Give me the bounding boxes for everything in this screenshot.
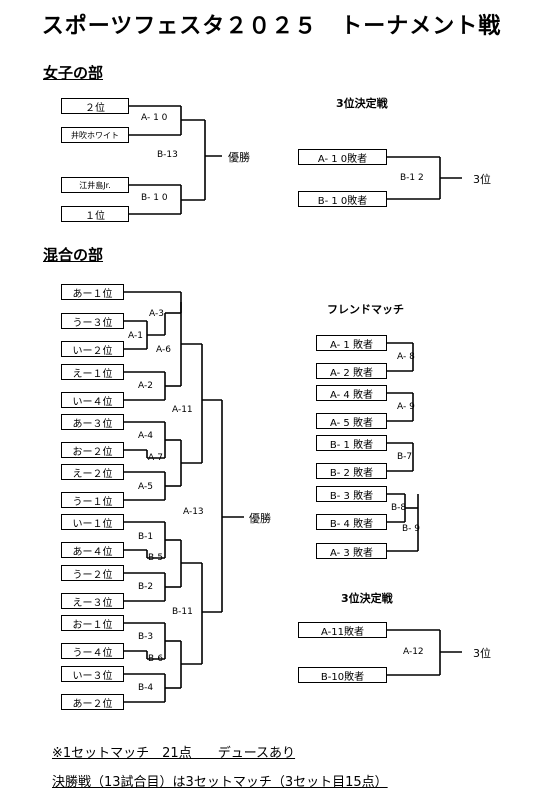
match-label: B-6 bbox=[148, 654, 164, 664]
team-box: えー１位 bbox=[61, 364, 124, 380]
team-box: うー２位 bbox=[61, 565, 124, 581]
match-label: A- 9 bbox=[397, 402, 415, 412]
team-box: B- 4 敗者 bbox=[316, 514, 387, 530]
team-box: B- 1 敗者 bbox=[316, 435, 387, 451]
match-label: A-12 bbox=[403, 647, 424, 657]
team-box: A-11敗者 bbox=[298, 622, 387, 638]
team-box: １位 bbox=[61, 206, 129, 222]
match-label: A-5 bbox=[138, 482, 153, 492]
note-line-2: 決勝戦（13試合目）は3セットマッチ（3セット目15点） bbox=[52, 775, 388, 790]
match-label: B-5 bbox=[148, 553, 164, 563]
match-label: A-1 bbox=[128, 331, 143, 341]
match-label: B- 1 0 bbox=[141, 193, 168, 203]
page-title: スポーツフェスタ２０２５ トーナメント戦 bbox=[41, 14, 502, 39]
team-box: おー２位 bbox=[61, 442, 124, 458]
team-box: B- 2 敗者 bbox=[316, 463, 387, 479]
note-line-1: ※1セットマッチ 21点 デュースあり bbox=[52, 746, 296, 761]
team-box: 江井島Jr. bbox=[61, 177, 129, 193]
result-label: 3位 bbox=[473, 173, 491, 186]
match-label: B-13 bbox=[157, 150, 178, 160]
match-label: B-4 bbox=[138, 683, 154, 693]
team-box: あー２位 bbox=[61, 694, 124, 710]
team-box: A- 3 敗者 bbox=[316, 543, 387, 559]
team-box: いー３位 bbox=[61, 666, 124, 682]
team-box: あー１位 bbox=[61, 284, 124, 300]
match-label: A-3 bbox=[149, 309, 164, 319]
team-box: おー１位 bbox=[61, 615, 124, 631]
team-box: えー２位 bbox=[61, 464, 124, 480]
team-box: A- 2 敗者 bbox=[316, 363, 387, 379]
team-box: いー２位 bbox=[61, 341, 124, 357]
match-label: A-11 bbox=[172, 405, 193, 415]
match-label: A-2 bbox=[138, 381, 153, 391]
team-box: 井吹ホワイト bbox=[61, 127, 129, 143]
match-label: A-13 bbox=[183, 507, 204, 517]
team-box: あー３位 bbox=[61, 414, 124, 430]
team-box: B- 1 0敗者 bbox=[298, 191, 387, 207]
team-box: えー３位 bbox=[61, 593, 124, 609]
match-label: A- 1 0 bbox=[141, 113, 168, 123]
match-label: B-2 bbox=[138, 582, 154, 592]
team-box: A- 1 敗者 bbox=[316, 335, 387, 351]
winner-label: 優勝 bbox=[249, 512, 271, 525]
third-place-heading: 3位決定戦 bbox=[336, 97, 388, 110]
women-heading: 女子の部 bbox=[43, 64, 104, 82]
team-box: A- 1 0敗者 bbox=[298, 149, 387, 165]
match-label: B-7 bbox=[397, 452, 413, 462]
team-box: うー３位 bbox=[61, 313, 124, 329]
match-label: B- 9 bbox=[402, 524, 421, 534]
team-box: うー４位 bbox=[61, 643, 124, 659]
team-box: ２位 bbox=[61, 98, 129, 114]
team-box: A- 4 敗者 bbox=[316, 385, 387, 401]
result-label: 3位 bbox=[473, 647, 491, 660]
team-box: B- 3 敗者 bbox=[316, 486, 387, 502]
friendly-heading: フレンドマッチ bbox=[327, 303, 404, 316]
match-label: B-8 bbox=[391, 503, 407, 513]
match-label: A-7 bbox=[148, 453, 163, 463]
team-box: A- 5 敗者 bbox=[316, 413, 387, 429]
team-box: うー１位 bbox=[61, 492, 124, 508]
match-label: B-1 bbox=[138, 532, 154, 542]
team-box: B-10敗者 bbox=[298, 667, 387, 683]
match-label: B-3 bbox=[138, 632, 154, 642]
match-label: A-6 bbox=[156, 345, 171, 355]
third-place-heading: 3位決定戦 bbox=[341, 592, 393, 605]
team-box: いー１位 bbox=[61, 514, 124, 530]
mixed-heading: 混合の部 bbox=[43, 246, 104, 264]
team-box: いー４位 bbox=[61, 392, 124, 408]
match-label: A- 8 bbox=[397, 352, 415, 362]
match-label: B-1 2 bbox=[400, 173, 424, 183]
team-box: あー４位 bbox=[61, 542, 124, 558]
match-label: A-4 bbox=[138, 431, 153, 441]
match-label: B-11 bbox=[172, 607, 193, 617]
winner-label: 優勝 bbox=[228, 151, 250, 164]
